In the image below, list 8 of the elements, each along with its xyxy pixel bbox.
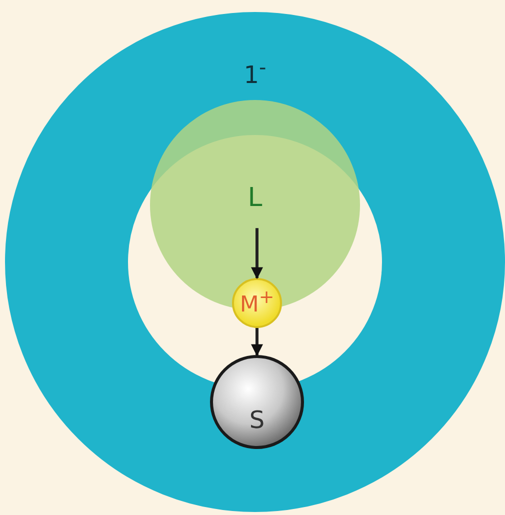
label-text: L	[248, 185, 262, 211]
label-text: M$^{+}$	[240, 289, 274, 317]
arrow	[251, 228, 263, 280]
ion-circle	[232, 278, 282, 328]
ring-shape	[5, 12, 505, 512]
arrow	[251, 328, 263, 356]
label-text: S	[249, 408, 265, 432]
label-text: 1$^{-}$	[244, 57, 266, 87]
